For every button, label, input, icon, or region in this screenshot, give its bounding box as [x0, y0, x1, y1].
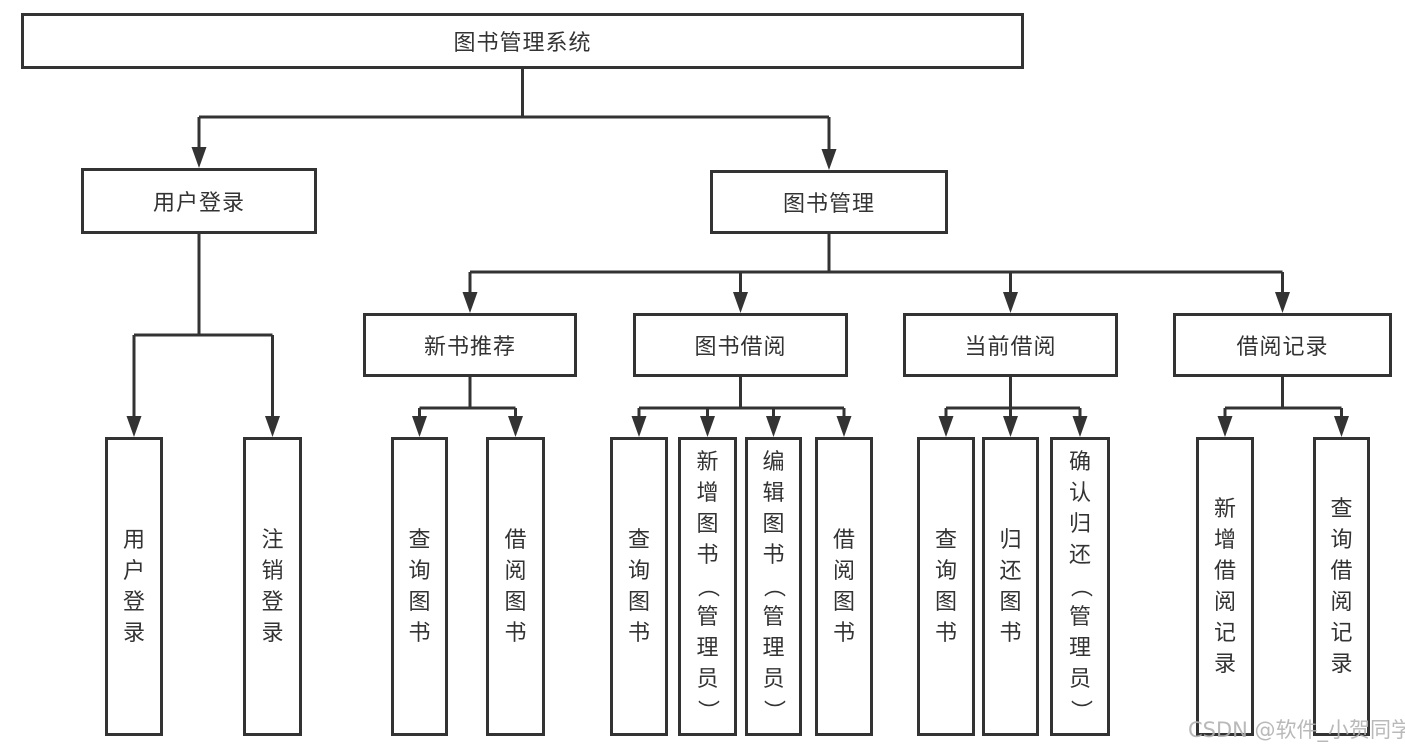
node-borrow-records-label: 借阅记录	[1236, 335, 1329, 360]
csdn-watermark: CSDN @软件_小贺同学	[1188, 718, 1405, 742]
leaf-confirm-return-admin: 确认归还（管理员）	[1050, 437, 1110, 736]
node-current-borrow: 当前借阅	[903, 313, 1118, 377]
leaf-borrow-books-recommend: 借阅图书	[486, 437, 545, 736]
node-borrow-records: 借阅记录	[1173, 313, 1392, 377]
leaf-add-books-admin: 新增图书（管理员）	[678, 437, 737, 736]
node-new-book-recommend-label: 新书推荐	[423, 335, 516, 360]
leaf-user-login: 用户登录	[105, 437, 163, 736]
node-book-borrow: 图书借阅	[633, 313, 848, 377]
leaf-borrow-books: 借阅图书	[815, 437, 873, 736]
node-new-book-recommend: 新书推荐	[363, 313, 577, 377]
node-user-login: 用户登录	[81, 168, 317, 234]
arrow-heads	[126, 147, 1349, 437]
node-library-system-label: 图书管理系统	[453, 31, 592, 56]
node-user-login-label: 用户登录	[152, 191, 245, 216]
leaf-add-borrow-record: 新增借阅记录	[1196, 437, 1254, 736]
node-book-borrow-label: 图书借阅	[694, 335, 787, 360]
leaf-query-books-borrow: 查询图书	[610, 437, 668, 736]
leaf-query-books-recommend: 查询图书	[391, 437, 448, 736]
leaf-query-books-current: 查询图书	[917, 437, 975, 736]
leaf-query-borrow-record: 查询借阅记录	[1313, 437, 1370, 736]
leaf-logout-login: 注销登录	[243, 437, 302, 736]
node-library-system: 图书管理系统	[21, 13, 1024, 69]
node-current-borrow-label: 当前借阅	[964, 335, 1057, 360]
leaf-return-books: 归还图书	[982, 437, 1039, 736]
node-book-management: 图书管理	[710, 170, 948, 234]
leaf-edit-books-admin: 编辑图书（管理员）	[745, 437, 802, 736]
node-book-management-label: 图书管理	[782, 192, 875, 217]
